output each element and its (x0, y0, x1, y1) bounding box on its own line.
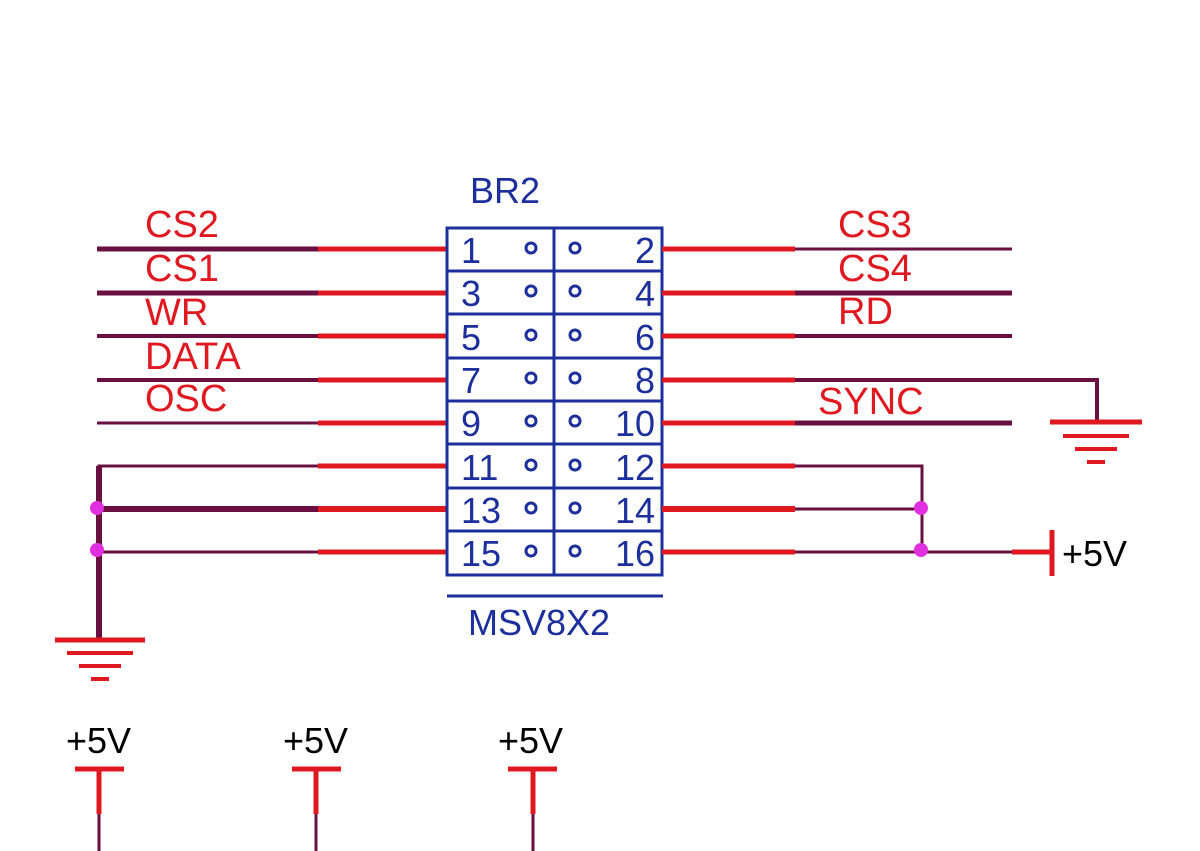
pin-number: 7 (461, 360, 481, 401)
pin-number: 3 (461, 273, 481, 314)
pin-contact (568, 284, 582, 298)
left-signal-wires (97, 246, 447, 426)
pin-contact (568, 544, 582, 558)
net-label-cs2: CS2 (145, 204, 219, 246)
net-label-cs3: CS3 (838, 204, 912, 246)
pin-contact (524, 241, 538, 255)
pin-contact (524, 328, 538, 342)
pin-number: 11 (461, 447, 498, 488)
pin-number: 4 (635, 273, 655, 314)
power-symbol-1: +5V (66, 720, 131, 851)
pin-contact (524, 458, 538, 472)
right-power-wires: +5V (662, 463, 1127, 576)
pin-number: 15 (461, 533, 501, 574)
pin-contacts (524, 241, 582, 558)
pin-contact (524, 284, 538, 298)
power-label: +5V (283, 720, 348, 761)
pin-contact (524, 414, 538, 428)
power-label: +5V (498, 720, 563, 761)
wire-pin8-ground (795, 378, 1099, 422)
net-label-osc: OSC (145, 378, 227, 420)
wire-pin12-bus (795, 464, 924, 552)
pin-number: 9 (461, 403, 481, 444)
power-symbol-2: +5V (283, 720, 348, 851)
net-label-cs4: CS4 (838, 248, 912, 290)
pin-number: 10 (615, 403, 655, 444)
pin-number: 2 (635, 230, 655, 271)
power-label-right: +5V (1062, 533, 1127, 574)
right-signal-wires (662, 246, 1099, 426)
pin-contact (524, 501, 538, 515)
component-part-number: MSV8X2 (468, 602, 610, 643)
pin-number: 5 (461, 317, 481, 358)
pin-contact (568, 328, 582, 342)
pin-number: 8 (635, 360, 655, 401)
power-symbol-3: +5V (498, 720, 563, 851)
pin-contact (568, 371, 582, 385)
ground-symbol-right (1050, 419, 1142, 464)
pin-contact (524, 371, 538, 385)
pin-contact (568, 501, 582, 515)
pin-number: 1 (461, 230, 481, 271)
power-label: +5V (66, 720, 131, 761)
junction-dot (914, 501, 928, 515)
component-designator: BR2 (470, 170, 540, 211)
right-net-labels: CS3 CS4 RD SYNC (818, 204, 924, 423)
pin-contact (568, 241, 582, 255)
pin-contact (568, 458, 582, 472)
ground-symbol-left (55, 637, 145, 681)
pin-number: 6 (635, 317, 655, 358)
net-label-wr: WR (145, 292, 208, 334)
junction-dot (914, 543, 928, 557)
pin-number: 13 (461, 490, 501, 531)
left-net-labels: CS2 CS1 WR DATA OSC (145, 204, 241, 420)
junction-dot (90, 543, 104, 557)
net-label-cs1: CS1 (145, 248, 219, 290)
pin-contact (568, 414, 582, 428)
bottom-power-symbols: +5V +5V +5V (66, 720, 563, 851)
net-label-sync: SYNC (818, 381, 924, 423)
left-power-wires (90, 463, 447, 640)
connector-br2: BR2 1 3 5 (445, 170, 664, 643)
net-label-rd: RD (838, 291, 893, 333)
pin-number: 12 (615, 447, 655, 488)
pin-number: 14 (615, 490, 655, 531)
pin-number: 16 (615, 533, 655, 574)
net-label-data: DATA (145, 336, 241, 378)
pin-contact (524, 544, 538, 558)
junction-dot (90, 501, 104, 515)
